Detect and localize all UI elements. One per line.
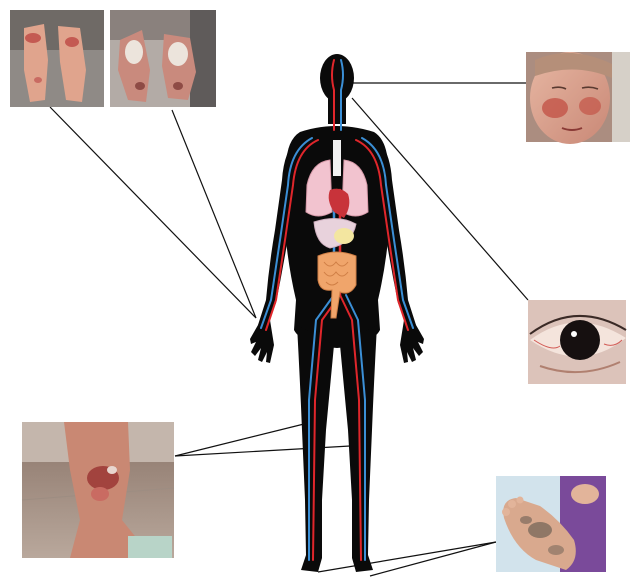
photo-hands-rash: [10, 10, 104, 107]
photo-leg-lesion: [22, 422, 174, 558]
photo-face-rash: [526, 52, 630, 144]
right-leg: [340, 325, 377, 572]
trachea: [333, 140, 341, 176]
connector-leg-upper: [175, 424, 304, 456]
connector-foot-left: [318, 542, 496, 572]
photo-foot-sole: [496, 476, 606, 572]
neck: [328, 96, 346, 124]
connector-foot-right: [370, 542, 496, 576]
connector-hands-right: [172, 110, 256, 318]
connector-hands-left: [50, 107, 256, 318]
face-photo-icon: [530, 52, 630, 144]
photo-eye-redness: [528, 300, 626, 384]
head: [320, 54, 354, 102]
stomach: [334, 228, 354, 244]
photo-hands-crusted: [110, 10, 216, 107]
